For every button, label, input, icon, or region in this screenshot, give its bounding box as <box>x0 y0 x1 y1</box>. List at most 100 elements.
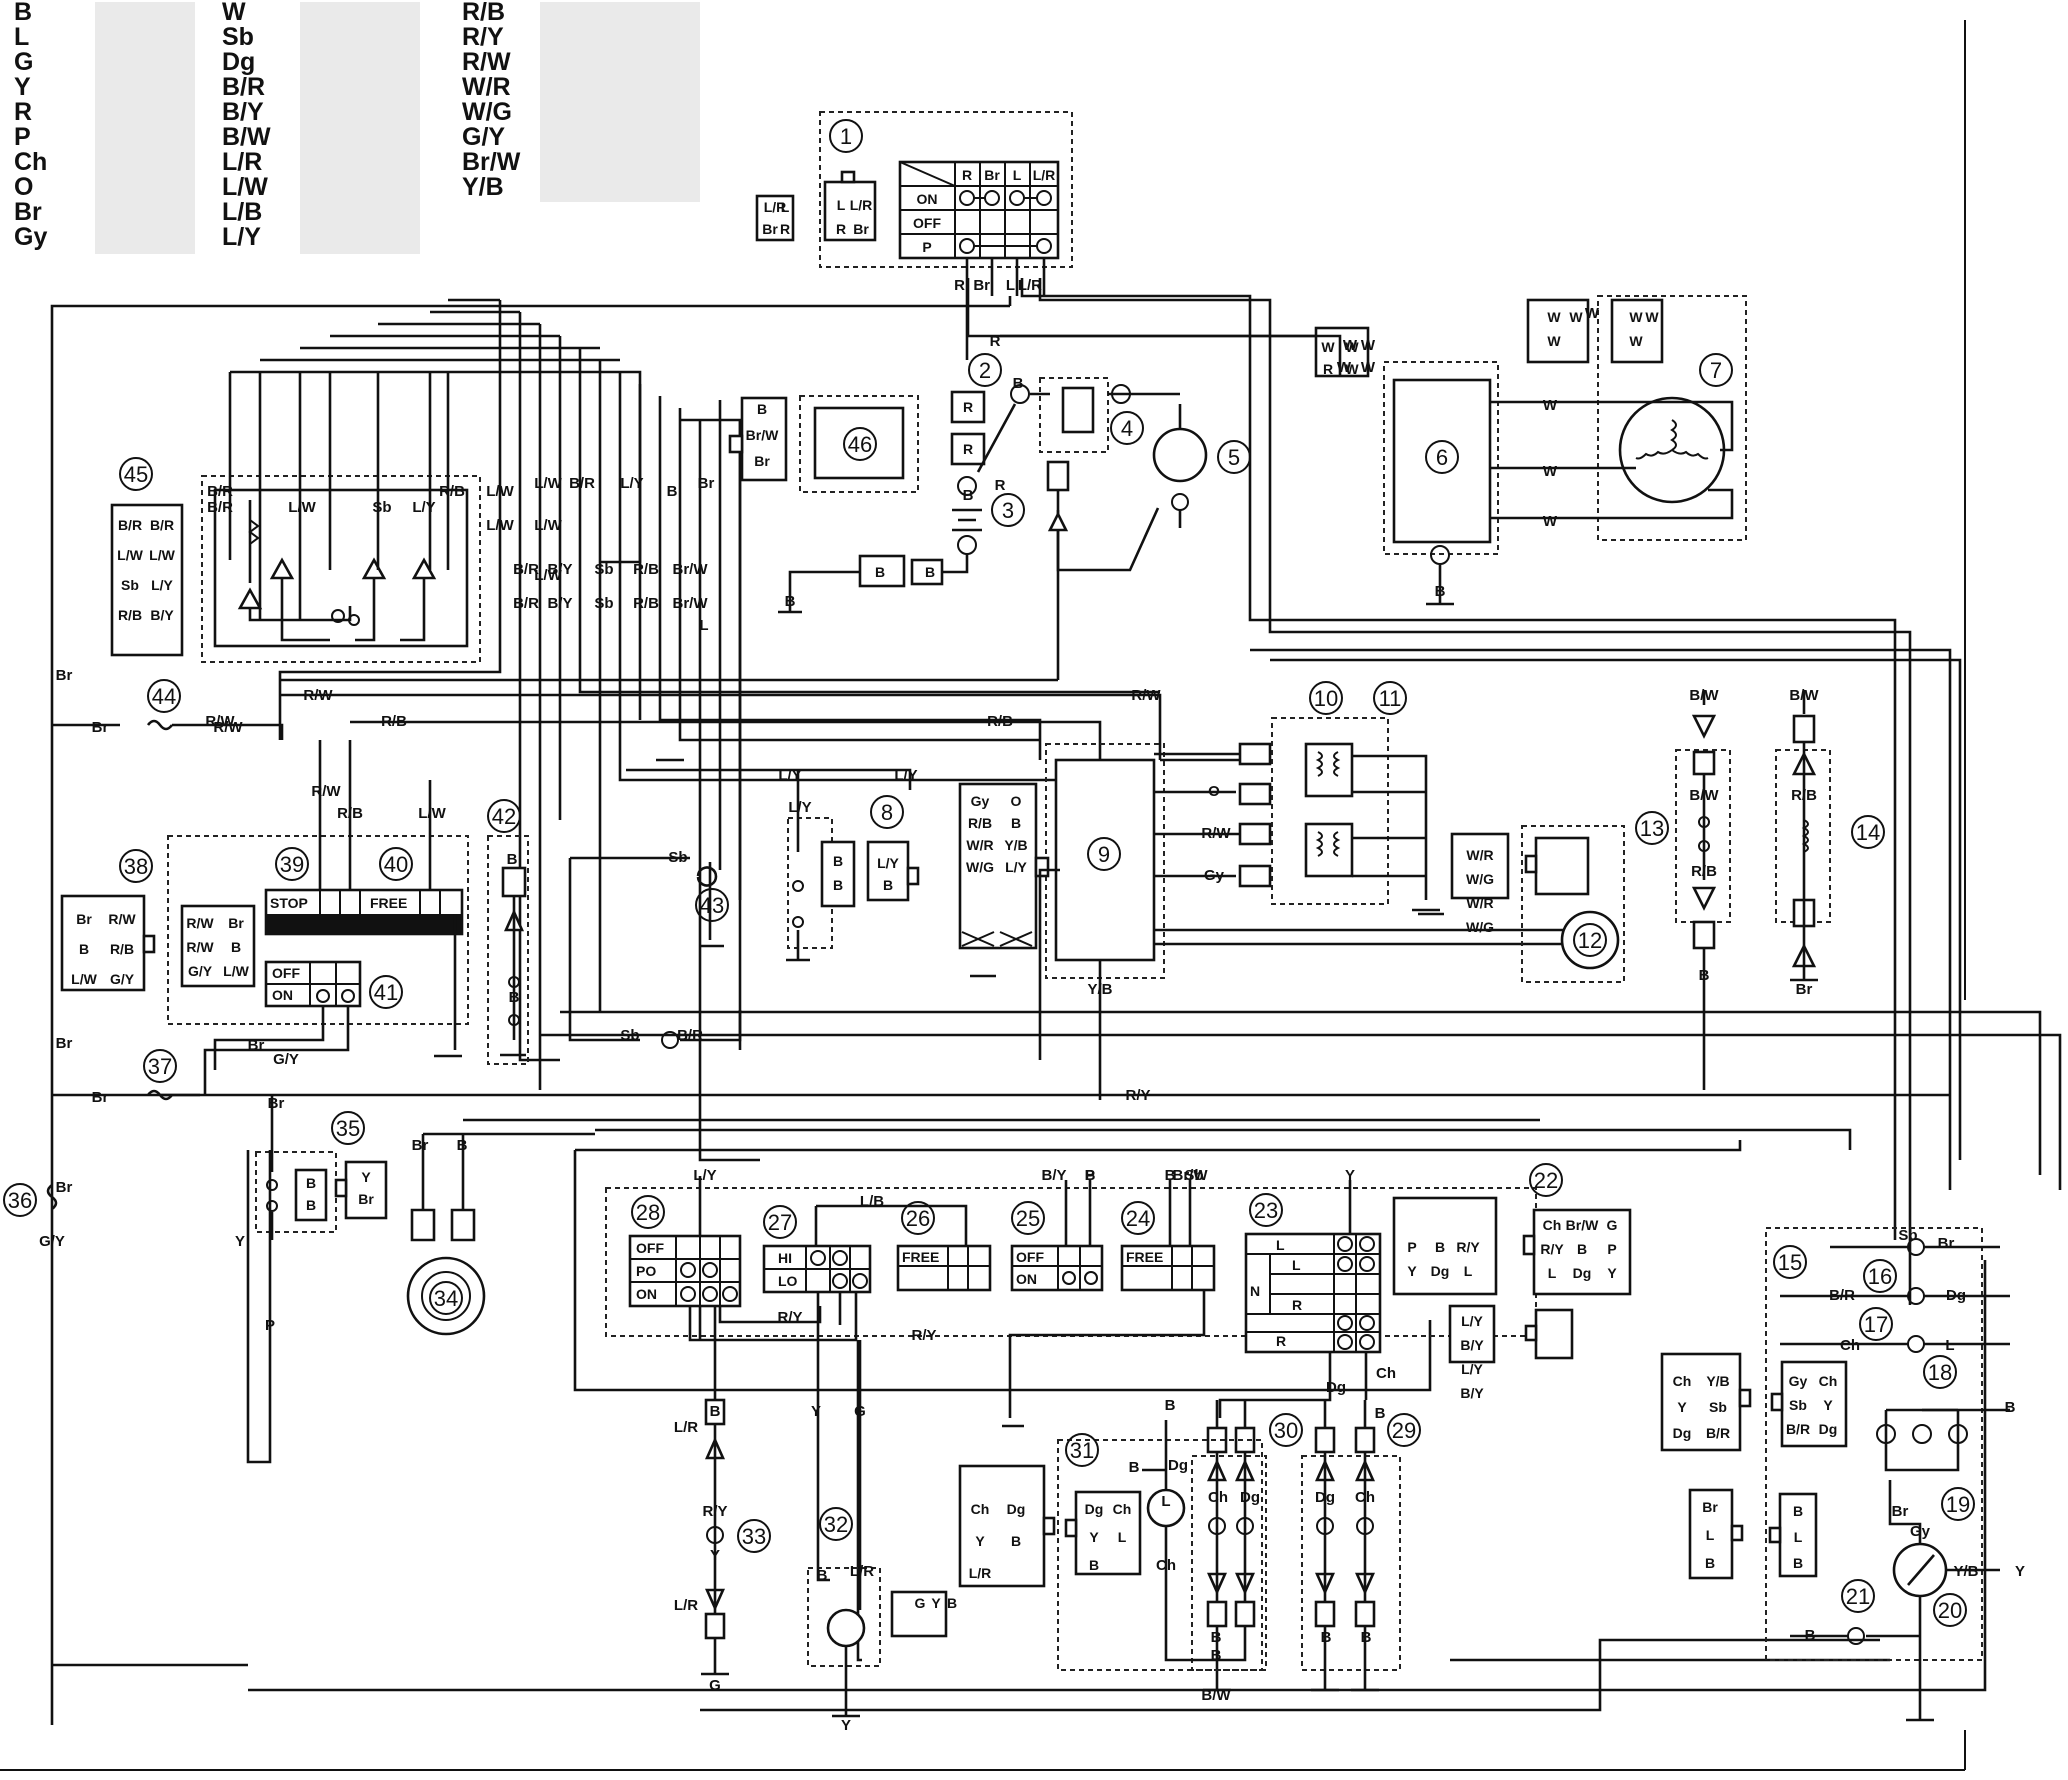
wire-label: Gy <box>1910 1523 1931 1540</box>
component-number: 37 <box>148 1054 172 1079</box>
connector-pin: B <box>1011 1533 1021 1549</box>
po-label: PO <box>636 1263 656 1279</box>
legend-code: Br <box>14 198 42 226</box>
component-number-circle <box>379 847 413 881</box>
connector-pin: L <box>837 197 846 213</box>
component-number: 13 <box>1640 816 1664 841</box>
connector-pin: Br <box>76 911 92 927</box>
connector-pin: R <box>836 221 846 237</box>
connector-pin: G/Y <box>110 971 135 987</box>
wire-label: B/R <box>569 475 595 492</box>
connector-pin: L <box>1794 1529 1803 1545</box>
component-number: 33 <box>742 1524 766 1549</box>
connector-pin: W/G <box>1466 919 1494 935</box>
ignition-coils: W/RW/GW/RW/G <box>1238 717 1625 983</box>
component-number: 29 <box>1392 1418 1416 1443</box>
connector-pin: L <box>1706 1527 1715 1543</box>
lo-label: LO <box>778 1273 798 1289</box>
component-number: 36 <box>8 1188 32 1213</box>
wire-label: Y <box>710 1547 720 1564</box>
wire-label: Sb <box>620 1027 639 1044</box>
free-label: FREE <box>902 1249 939 1265</box>
wire-label: Br <box>698 475 715 492</box>
fuse-36 <box>46 1183 58 1211</box>
component-number-circle <box>631 1195 665 1229</box>
component-number: 22 <box>1534 1168 1558 1193</box>
free-label: FREE <box>370 895 407 911</box>
component-number: 25 <box>1016 1206 1040 1231</box>
wire-label: W <box>1543 463 1558 480</box>
wire-label: P <box>1085 1167 1095 1184</box>
connector-pin: B <box>947 1595 957 1611</box>
legend-code: W/G <box>462 98 512 126</box>
connector-pin: L/Y <box>1461 1361 1483 1377</box>
component-number: 5 <box>1228 445 1240 470</box>
connector-pin: Sb <box>1709 1399 1727 1415</box>
harness-bundle <box>278 300 1160 1162</box>
component-number: 32 <box>824 1512 848 1537</box>
connector-pin: Br/W <box>746 427 779 443</box>
connector-pin: W <box>1345 339 1359 355</box>
component-number: 27 <box>768 1210 792 1235</box>
connector-pin: L/R <box>850 197 873 213</box>
wire-label: Dg <box>1946 1287 1966 1304</box>
wire-label: R/B <box>987 713 1013 730</box>
connector-pin: Dg <box>1573 1265 1592 1281</box>
wire-label: L/W <box>486 483 514 500</box>
legend-code: Y/B <box>462 173 504 201</box>
component-number-circle <box>1373 681 1407 715</box>
component-number-circle <box>1773 1245 1807 1279</box>
wire-label: L <box>1006 277 1015 294</box>
wire-label: B <box>1699 967 1710 984</box>
wire-label: B <box>1085 1167 1096 1184</box>
connector-pin: B <box>1089 1557 1099 1573</box>
wire-label: L <box>1945 1337 1954 1354</box>
starter-circuit <box>280 296 1208 682</box>
wire-label: R <box>995 477 1006 494</box>
component-number: 45 <box>124 462 148 487</box>
connector-pin: Ch <box>971 1501 990 1517</box>
wire-label: L/Y <box>778 767 801 784</box>
wire-label: W <box>1343 337 1358 354</box>
connector-pin: B/Y <box>1460 1385 1484 1401</box>
component-number-circle <box>695 888 729 922</box>
legend-code: Y <box>14 73 31 101</box>
connector-pin: B <box>306 1197 316 1213</box>
wire-label: L/W <box>288 499 316 516</box>
component-number: 21 <box>1846 1584 1870 1609</box>
connector-pin: B <box>833 853 843 869</box>
legend-code: G/Y <box>462 123 505 151</box>
legend-code: B <box>14 0 32 26</box>
component-number: 34 <box>434 1286 458 1311</box>
component-number-circle <box>1217 440 1251 474</box>
component-number: 1 <box>840 124 852 149</box>
wire-label: W <box>1585 305 1600 322</box>
wire-label: B/W <box>1789 687 1819 704</box>
wire-label: R <box>954 277 965 294</box>
legend-code: Gy <box>14 223 47 251</box>
connector-pin: R/Y <box>1540 1241 1564 1257</box>
connector-pin: R/B <box>110 941 134 957</box>
wire-label: B/R <box>207 483 233 500</box>
charging-circuit <box>1000 295 1747 606</box>
wire-label: Ch <box>1355 1489 1375 1506</box>
legend-code: Ch <box>14 148 47 176</box>
wire-label: Br <box>1938 1235 1955 1252</box>
legend-code: Br/W <box>462 148 521 176</box>
connector-pin: W/G <box>1466 871 1494 887</box>
connector-pin: W/R <box>1466 847 1493 863</box>
wire-label: L <box>699 617 708 634</box>
free-label: FREE <box>1126 1249 1163 1265</box>
wire-label: W <box>1361 337 1376 354</box>
wire-label: L/Y <box>894 767 917 784</box>
wire-label: Sb <box>1898 1227 1917 1244</box>
wire-label: R/W <box>303 687 333 704</box>
fuse-44 <box>146 719 174 731</box>
wire-label: R/Y <box>911 1327 936 1344</box>
l-label: L <box>1276 1237 1285 1253</box>
connector-pin: G/Y <box>188 963 213 979</box>
component-number: 31 <box>1070 1438 1094 1463</box>
connector-pin: B/R <box>1706 1425 1730 1441</box>
